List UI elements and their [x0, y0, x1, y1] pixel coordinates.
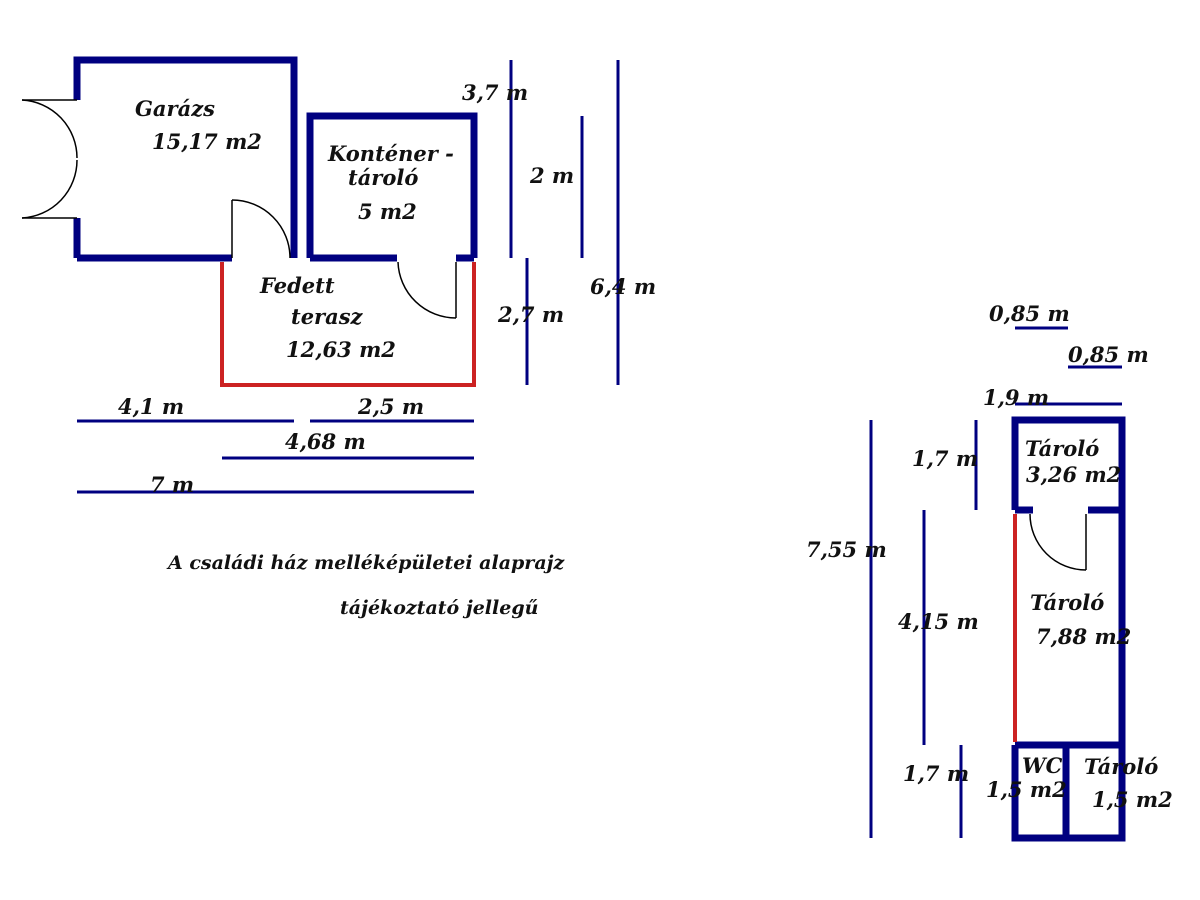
wc-name: WC — [1022, 753, 1063, 778]
dim-7: 7 m — [150, 472, 194, 497]
storage-mid-area: 7,88 m2 — [1036, 624, 1131, 649]
dim-7-55: 7,55 m — [806, 537, 887, 562]
caption-line1: A családi ház melléképületei alaprajz — [166, 552, 566, 574]
garage-name: Garázs — [135, 96, 215, 121]
container-door-icon — [397, 261, 457, 319]
container-walls — [306, 112, 478, 262]
left-dimension-lines — [77, 60, 620, 494]
dim-1-7-bottom: 1,7 m — [903, 761, 969, 786]
dim-1-9: 1,9 m — [983, 385, 1049, 410]
storage-top-name: Tároló — [1025, 436, 1099, 461]
dim-4-1: 4,1 m — [118, 394, 184, 419]
wc-area: 1,5 m2 — [986, 777, 1067, 802]
dim-6-4: 6,4 m — [590, 274, 656, 299]
right-dimension-lines — [869, 326, 1122, 838]
dim-0-85-b: 0,85 m — [1068, 342, 1149, 367]
garage-area: 15,17 m2 — [152, 129, 262, 154]
container-area: 5 m2 — [358, 199, 417, 224]
garage-inner-door-icon — [231, 199, 291, 259]
terrace-name-line2: terasz — [291, 304, 364, 329]
terrace-outline — [220, 262, 476, 387]
dim-2-5: 2,5 m — [357, 394, 424, 419]
caption-line2: tájékoztató jellegű — [340, 597, 538, 619]
dim-3-7: 3,7 m — [462, 80, 528, 105]
dim-2: 2 m — [529, 163, 574, 188]
storage-door-icon — [1029, 513, 1087, 571]
terrace-name-line1: Fedett — [259, 273, 335, 298]
terrace-area: 12,63 m2 — [286, 337, 396, 362]
storage-mid-name: Tároló — [1030, 590, 1104, 615]
garage-door-icon — [21, 99, 78, 219]
container-name-line1: Konténer - — [327, 141, 454, 166]
dim-4-68: 4,68 m — [285, 429, 366, 454]
storage-small-area: 1,5 m2 — [1092, 787, 1173, 812]
dim-1-7-top: 1,7 m — [912, 446, 978, 471]
dim-2-7: 2,7 m — [497, 302, 564, 327]
storage-small-name: Tároló — [1084, 754, 1158, 779]
storage-top-area: 3,26 m2 — [1026, 462, 1121, 487]
dim-4-15: 4,15 m — [898, 609, 979, 634]
container-name-line2: tároló — [348, 165, 418, 190]
garage-walls — [73, 56, 298, 262]
dim-0-85-a: 0,85 m — [989, 301, 1070, 326]
right-building-walls — [1011, 416, 1126, 842]
